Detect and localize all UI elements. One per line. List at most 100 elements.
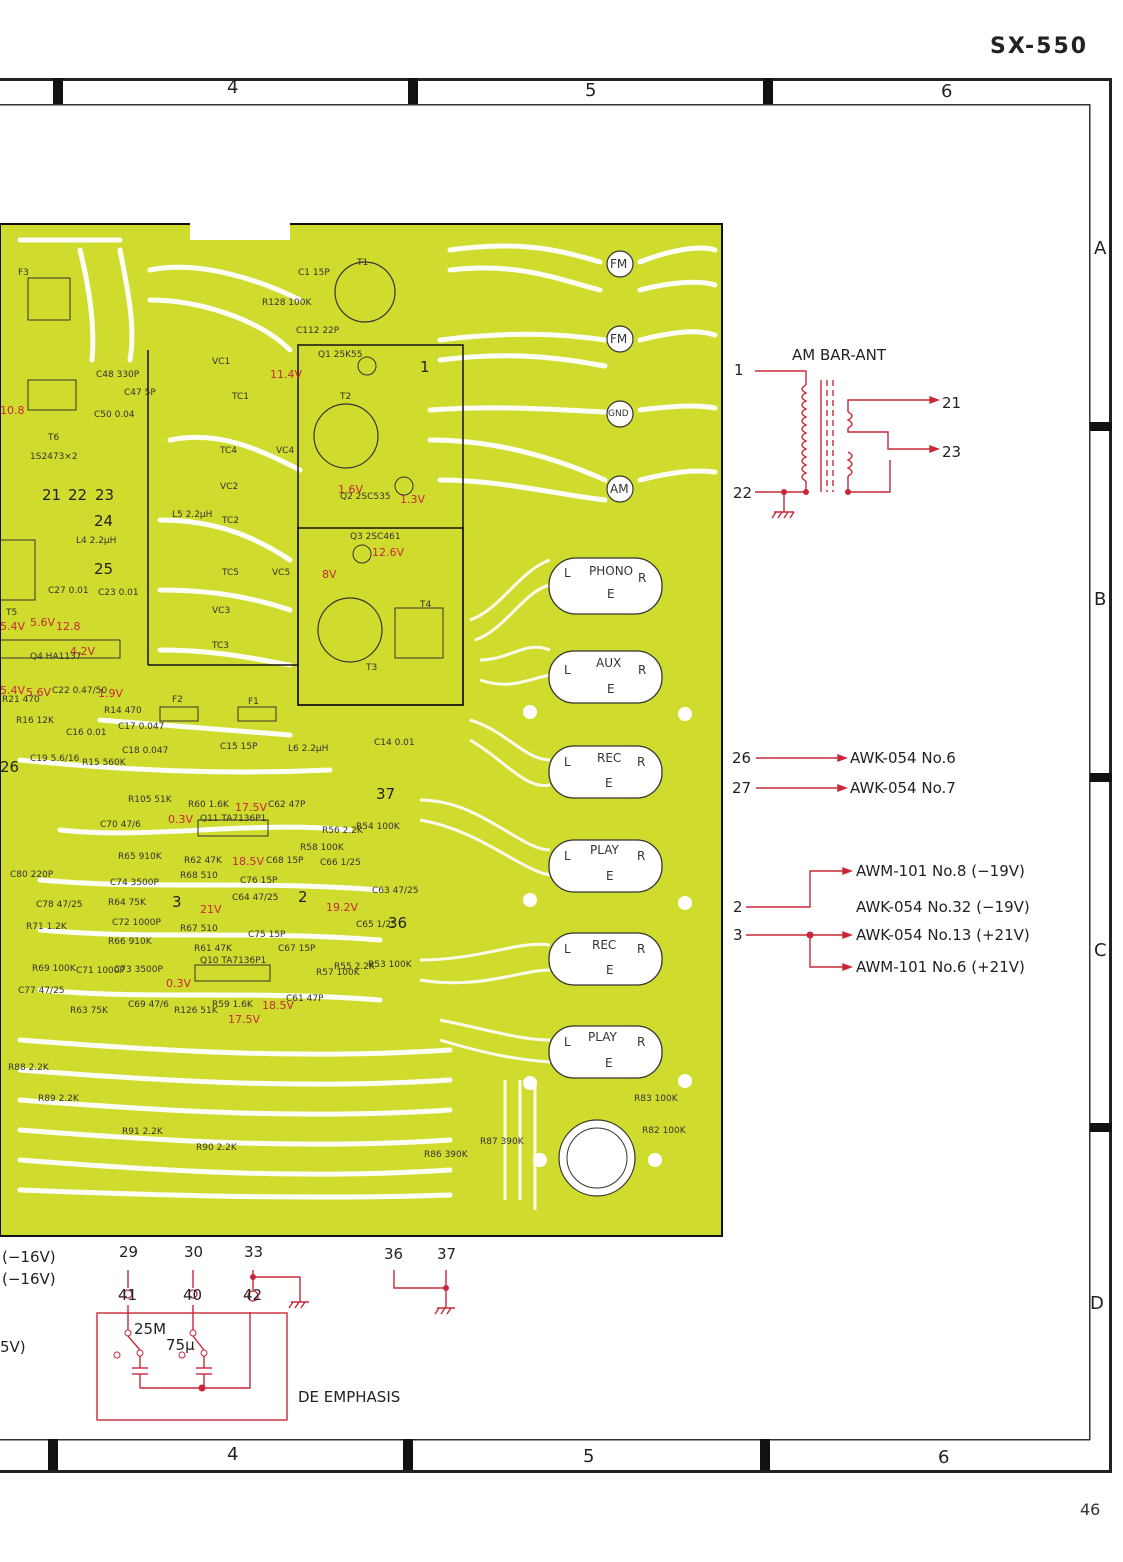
voltage-1-3v: 1.3V — [400, 493, 426, 506]
board-node-37: 37 — [376, 785, 396, 803]
part-vc3: VC3 — [212, 606, 231, 616]
voltage-12-6v: 12.6V — [372, 546, 405, 559]
part-r68: R68 510 — [180, 871, 218, 881]
part-r59: R59 1.6K — [212, 1000, 253, 1010]
voltage-19-2v: 19.2V — [326, 901, 359, 914]
part-r128: R128 100K — [262, 298, 312, 308]
part-r21: R21 470 — [2, 695, 40, 705]
left-cut-label-2: (−16V) — [2, 1270, 56, 1288]
part-r54: R54 100K — [356, 822, 400, 832]
voltage-5-6v-b: 5.6V — [26, 686, 52, 699]
col-label-bottom-5: 5 — [583, 1446, 595, 1467]
voltage-4-2v: 4.2V — [70, 645, 96, 658]
deemph-pin-33: 33 — [244, 1243, 264, 1261]
jack-rec2-r: R — [637, 942, 646, 956]
part-vc4: VC4 — [276, 446, 295, 456]
part-r14: R14 470 — [104, 706, 142, 716]
connection-target-27: AWK-054 No.7 — [850, 779, 956, 797]
power-target-awm-6: AWM-101 No.6 (+21V) — [856, 958, 1025, 976]
part-q10: Q10 TA7136P1 — [200, 956, 267, 966]
part-vc1: VC1 — [212, 357, 231, 367]
power-pin-2: 2 — [733, 898, 743, 916]
deemph-title: DE EMPHASIS — [298, 1388, 401, 1406]
col-tick-bottom-1 — [48, 1439, 58, 1470]
power-connection-lines — [746, 866, 853, 972]
jack-aux-r: R — [638, 663, 647, 677]
part-c16: C16 0.01 — [66, 728, 107, 738]
part-r89: R89 2.2K — [38, 1094, 79, 1104]
jack-rec1-r: R — [637, 755, 646, 769]
terminal-fm-2: FM — [610, 332, 628, 346]
inner-frame-right — [1089, 104, 1091, 1440]
part-q4: Q4 HA1137 — [30, 652, 82, 662]
part-vc2: VC2 — [220, 482, 239, 492]
part-c48: C48 330P — [96, 370, 140, 380]
antenna-terminals — [606, 250, 634, 503]
frame-bottom-line — [0, 1470, 1112, 1473]
part-q1: Q1 25K55 — [318, 350, 363, 360]
part-tc4: TC4 — [220, 446, 237, 456]
power-target-awk-13: AWK-054 No.13 (+21V) — [856, 926, 1030, 944]
part-r91: R91 2.2K — [122, 1127, 163, 1137]
jack-rec1-name: REC — [597, 751, 622, 765]
jack-phono-r: R — [638, 571, 647, 585]
am-bar-antenna-schematic — [755, 370, 940, 519]
part-tc2: TC2 — [222, 516, 239, 526]
jack-play1-r: R — [637, 849, 646, 863]
page-number: 46 — [1080, 1500, 1101, 1519]
voltage-5-4v-b: 5.4V — [0, 684, 26, 697]
part-r15: R15 560K — [82, 758, 126, 768]
board-node-21: 21 — [42, 486, 62, 504]
part-f1: F1 — [248, 697, 259, 707]
voltage-18-5v-a: 18.5V — [232, 855, 265, 868]
deemph-value-25m: 25M — [134, 1320, 167, 1338]
col-tick-top-1 — [53, 78, 63, 104]
board-node-25: 25 — [94, 560, 114, 578]
part-c75: C75 15P — [248, 930, 286, 940]
part-r61: R61 47K — [194, 944, 232, 954]
jack-aux-e: E — [607, 682, 615, 696]
antenna-pin-21: 21 — [942, 394, 962, 412]
jack-phono-l: L — [564, 566, 571, 580]
part-c23: C23 0.01 — [98, 588, 139, 598]
voltage-12-8: 12.8 — [56, 620, 81, 633]
voltage-1-9v: 1.9V — [98, 687, 124, 700]
row-label-d: D — [1090, 1293, 1104, 1314]
part-r90: R90 2.2K — [196, 1143, 237, 1153]
part-c65: C65 1/25 — [356, 920, 397, 930]
part-c70: C70 47/6 — [100, 820, 141, 830]
part-tc5: TC5 — [222, 568, 239, 578]
jack-rec2-name: REC — [592, 938, 617, 952]
deemph-pin-42: 42 — [243, 1286, 263, 1304]
jack-aux-l: L — [564, 663, 571, 677]
part-r86: R86 390K — [424, 1150, 468, 1160]
col-tick-top-2 — [408, 78, 418, 104]
part-c47: C47 5P — [124, 388, 156, 398]
part-t4: T4 — [420, 600, 432, 610]
voltage-5-4v-a: 5.4V — [0, 620, 26, 633]
board-node-23: 23 — [95, 486, 115, 504]
part-l6: L6 2.2µH — [288, 744, 329, 754]
deemphasis-network — [96, 1270, 455, 1421]
row-label-a: A — [1094, 238, 1107, 259]
board-node-22: 22 — [68, 486, 88, 504]
voltage-0-3v-a: 0.3V — [168, 813, 194, 826]
terminal-fm-1: FM — [610, 257, 628, 271]
part-c73: C73 3500P — [114, 965, 163, 975]
jack-play2-l: L — [564, 1035, 571, 1049]
col-tick-bottom-3 — [760, 1439, 770, 1470]
antenna-title: AM BAR-ANT — [792, 346, 887, 364]
col-tick-top-3 — [763, 78, 773, 104]
part-c62: C62 47P — [268, 800, 306, 810]
jack-rec2-e: E — [606, 963, 614, 977]
jack-phono-e: E — [607, 587, 615, 601]
part-r87: R87 390K — [480, 1137, 524, 1147]
part-c76: C76 15P — [240, 876, 278, 886]
inner-frame-bottom — [0, 1439, 1090, 1441]
part-c18: C18 0.047 — [122, 746, 169, 756]
jack-aux-name: AUX — [596, 656, 622, 670]
part-c1: C1 15P — [298, 268, 330, 278]
board-node-3: 3 — [172, 893, 182, 911]
part-l4: L4 2.2µH — [76, 536, 117, 546]
part-r69: R69 100K — [32, 964, 76, 974]
